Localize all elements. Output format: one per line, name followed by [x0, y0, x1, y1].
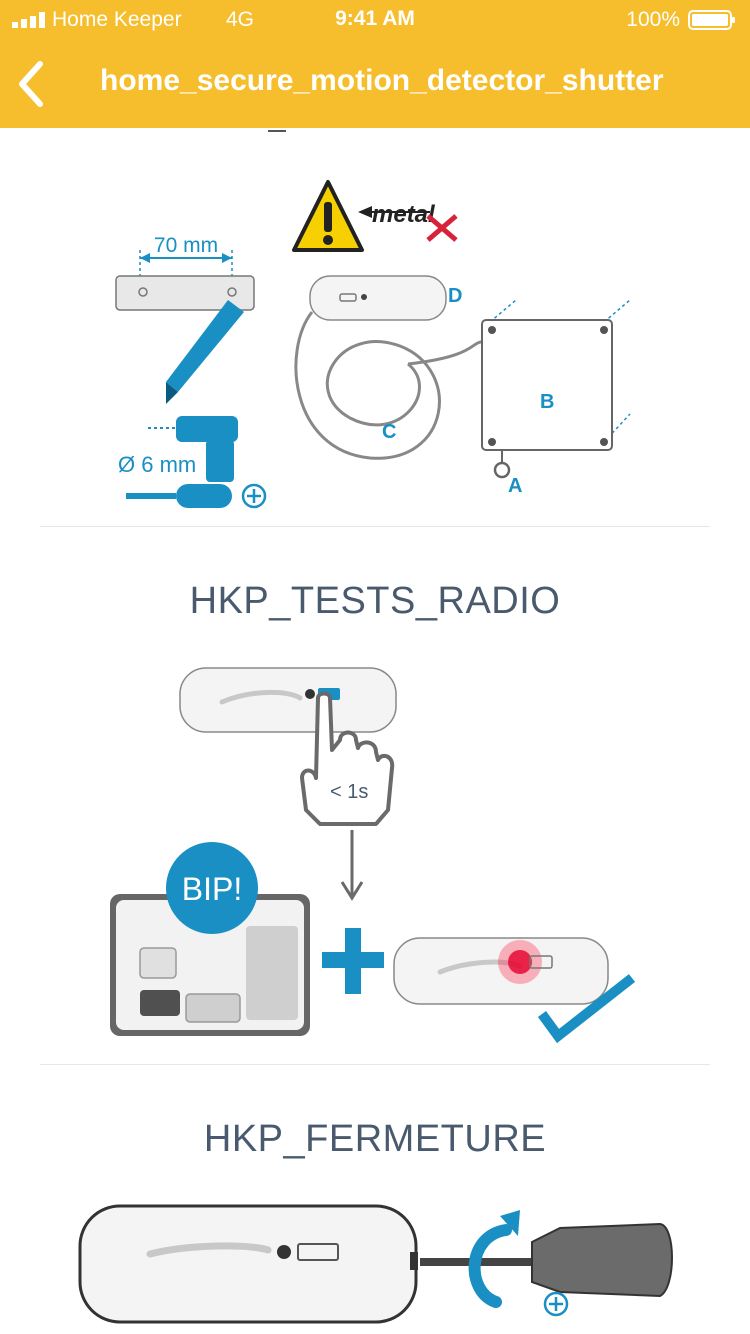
radio-test-illustration: < 1s BIP! [110, 667, 636, 1044]
press-duration-label: < 1s [330, 781, 368, 803]
rotate-arrow-icon [468, 1210, 520, 1308]
alarm-base-unit [110, 894, 310, 1036]
title-overflow-mark [268, 130, 286, 132]
shutter-sensor-d [309, 275, 447, 321]
signal-icon [12, 12, 45, 28]
battery-percentage: 100% [626, 8, 680, 31]
part-b-label: B [540, 391, 554, 413]
bip-label: BIP! [182, 871, 242, 907]
checkmark-icon [537, 974, 636, 1044]
junction-box-b [481, 299, 631, 451]
plus-icon [322, 928, 384, 994]
carrier-name: Home Keeper [52, 8, 182, 31]
sensor-backplate [115, 275, 255, 311]
sensor-closed [78, 1204, 418, 1324]
drill-icon [148, 416, 238, 482]
warning-icon [292, 180, 364, 252]
installation-illustration: metal 70 mm Ø 6 mm D [115, 180, 631, 509]
closing-illustration [78, 1204, 673, 1324]
part-d-label: D [448, 285, 462, 307]
fermeture-title: HKP_FERMETURE [203, 1118, 547, 1160]
clock: 9:41 AM [335, 7, 415, 30]
part-c-label: C [382, 421, 396, 443]
no-metal-icon: metal [358, 201, 458, 242]
battery-icon [688, 10, 735, 30]
bip-badge: BIP! [166, 842, 258, 934]
pencil-icon [166, 300, 244, 404]
drill-size-label: Ø 6 mm [118, 452, 196, 477]
measure-dimension: 70 mm [139, 234, 233, 300]
metal-label: metal [372, 201, 436, 228]
tests-radio-title: HKP_TESTS_RADIO [189, 580, 561, 622]
status-bar: Home Keeper 4G 9:41 AM 100% [0, 0, 750, 40]
sensor-led-on [393, 937, 609, 1005]
page-title: home_secure_motion_detector_shutter [100, 64, 664, 97]
network-type: 4G [226, 8, 255, 31]
section-divider [40, 1064, 710, 1065]
cable-coil-c [294, 311, 486, 460]
section-divider [40, 526, 710, 527]
down-arrow-icon [340, 830, 364, 901]
plus-circle-icon [543, 1291, 569, 1317]
eyelet-a [493, 450, 511, 479]
screwdriver-closing-icon [420, 1222, 673, 1298]
back-chevron-icon[interactable] [10, 56, 54, 112]
pointing-hand-icon [300, 691, 395, 826]
measure-label: 70 mm [154, 234, 218, 257]
screwdriver-icon [126, 483, 267, 509]
part-a-label: A [508, 475, 522, 497]
navigation-bar: home_secure_motion_detector_shutter [0, 40, 750, 128]
sensor-button-press [179, 667, 397, 733]
